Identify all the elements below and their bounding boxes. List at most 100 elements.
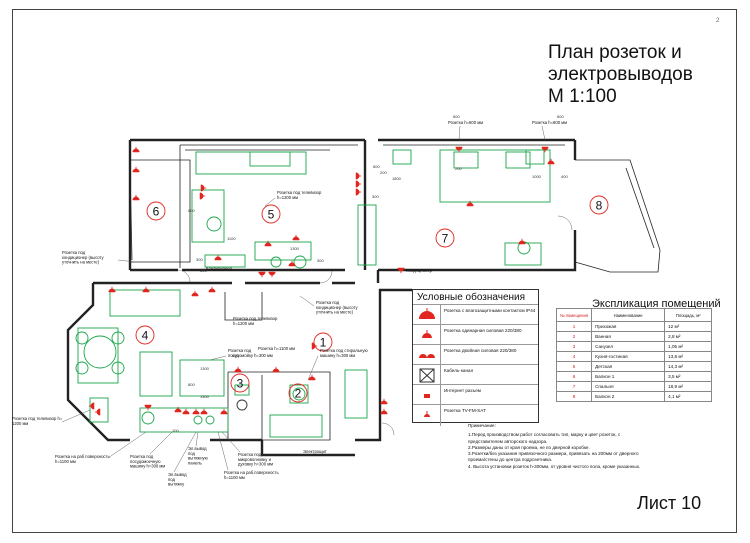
note-item: 2.Размеры даны от края проема, не по две… [468, 444, 590, 450]
pillow-furniture [505, 151, 531, 169]
outlet-icon-body [268, 271, 276, 276]
outlet-icon-body [132, 196, 140, 201]
dimension-label: 300 [317, 258, 324, 263]
dimension-label: 1300 [200, 394, 210, 399]
explication-header-area: Площадь, м² [664, 308, 713, 322]
leader-line [107, 431, 147, 459]
outlet-icon-body [518, 240, 526, 245]
outlet-icon-body [380, 410, 388, 415]
wall-segment [378, 230, 577, 272]
dimension-label: 800 [188, 382, 195, 387]
dimension-label: 300 [196, 257, 203, 262]
outlet-icon-body [355, 180, 360, 188]
legend-row: Кабель-канал [413, 364, 538, 386]
room-number: 7 [442, 232, 449, 246]
outlet-icon-body [200, 410, 208, 415]
outlet-icon-body [192, 410, 200, 415]
outlet-icon [268, 271, 276, 278]
outlet-icon [191, 290, 199, 297]
outlet-icon-body [380, 400, 388, 405]
note-item: 3.Розетки/без указания привязочного разм… [468, 451, 639, 463]
outlet-icon [108, 286, 116, 293]
sheet-corner-mark: 2 [716, 18, 720, 24]
outlet-icon-body [96, 408, 101, 416]
dimension-label: 100 [172, 428, 179, 433]
explication-room-number: 3 [555, 341, 593, 352]
kitchen-unit-furniture [179, 359, 225, 397]
dimension-label: 300 [372, 194, 379, 199]
outlet-icon-body [199, 192, 204, 200]
outlet-icon [132, 194, 140, 201]
explication-title: Экспликация помещений [592, 298, 721, 310]
outlet-icon-body [355, 172, 360, 180]
outlet-icon [455, 146, 463, 153]
outlet-icon [192, 408, 200, 415]
room-number-marker [135, 325, 155, 345]
outlet-icon-body [292, 236, 300, 241]
outlet-icon-body [200, 184, 205, 192]
leader-line [541, 125, 546, 141]
outlet-icon-body [547, 160, 555, 165]
legend-row-text: Розетка двойная силовая 220/380 [444, 348, 517, 353]
outlet-icon [142, 286, 150, 293]
explication-room-name: Детская [591, 361, 666, 372]
outlet-icon [292, 234, 300, 241]
annotation-outlet-height: Розетка h=1100 мм [258, 346, 295, 351]
outlet-icon-body [214, 256, 222, 261]
outlet-icon-body [308, 376, 316, 381]
pillow-furniture [453, 151, 479, 169]
room-number-marker [261, 204, 281, 224]
outlet-icon [288, 260, 296, 267]
outlet-icon [234, 366, 242, 373]
shelf-furniture [249, 151, 291, 167]
explication-room-name: Прихожая [591, 321, 666, 332]
notes-block: Примечание: 1.Перед производством работ … [468, 423, 646, 470]
explication-room-number: 8 [555, 391, 593, 402]
explication-room-number: 6 [555, 371, 593, 382]
cable-channel-icon [413, 365, 441, 386]
outlet-icon [94, 408, 101, 416]
explication-room-area: 13,8 м² [664, 351, 713, 362]
wardrobe-furniture [191, 189, 225, 243]
dimension-label: 1300 [290, 246, 300, 251]
outlet-icon-body [191, 292, 199, 297]
room-number: 4 [142, 329, 149, 343]
hob-fixture [193, 415, 203, 425]
outlet-icon-body [132, 148, 140, 153]
notes-heading: Примечание: [468, 423, 496, 428]
outlet-icon [272, 366, 280, 373]
leader-line [217, 431, 229, 471]
explication-header-name: Наименование [591, 308, 666, 322]
sink-fixture [141, 411, 155, 425]
outlet-icon-body [466, 202, 474, 207]
outlet-icon [174, 406, 182, 413]
explication-room-area: 12 м² [664, 321, 713, 332]
outlet-icon [258, 271, 266, 278]
explication-room-number: 7 [555, 381, 593, 392]
annotation-conditioner: Кондиционер [206, 266, 233, 271]
outlet-double-icon [413, 345, 441, 366]
outlet-icon-body [397, 267, 405, 272]
leader-line [264, 197, 276, 207]
leader-line [173, 431, 197, 473]
outlet-icon-body [142, 288, 150, 293]
outlet-icon [547, 158, 555, 165]
outlet-icon [308, 374, 316, 381]
dimension-label: 1300 [200, 366, 210, 371]
outlet-icon [466, 200, 474, 207]
door-swing [557, 215, 573, 231]
legend-row-text: Розетка TV-FM-SAT [444, 408, 486, 413]
dimension-label: 600 [373, 164, 380, 169]
internet-outlet-icon [413, 385, 441, 406]
outlet-icon-body [541, 146, 549, 151]
